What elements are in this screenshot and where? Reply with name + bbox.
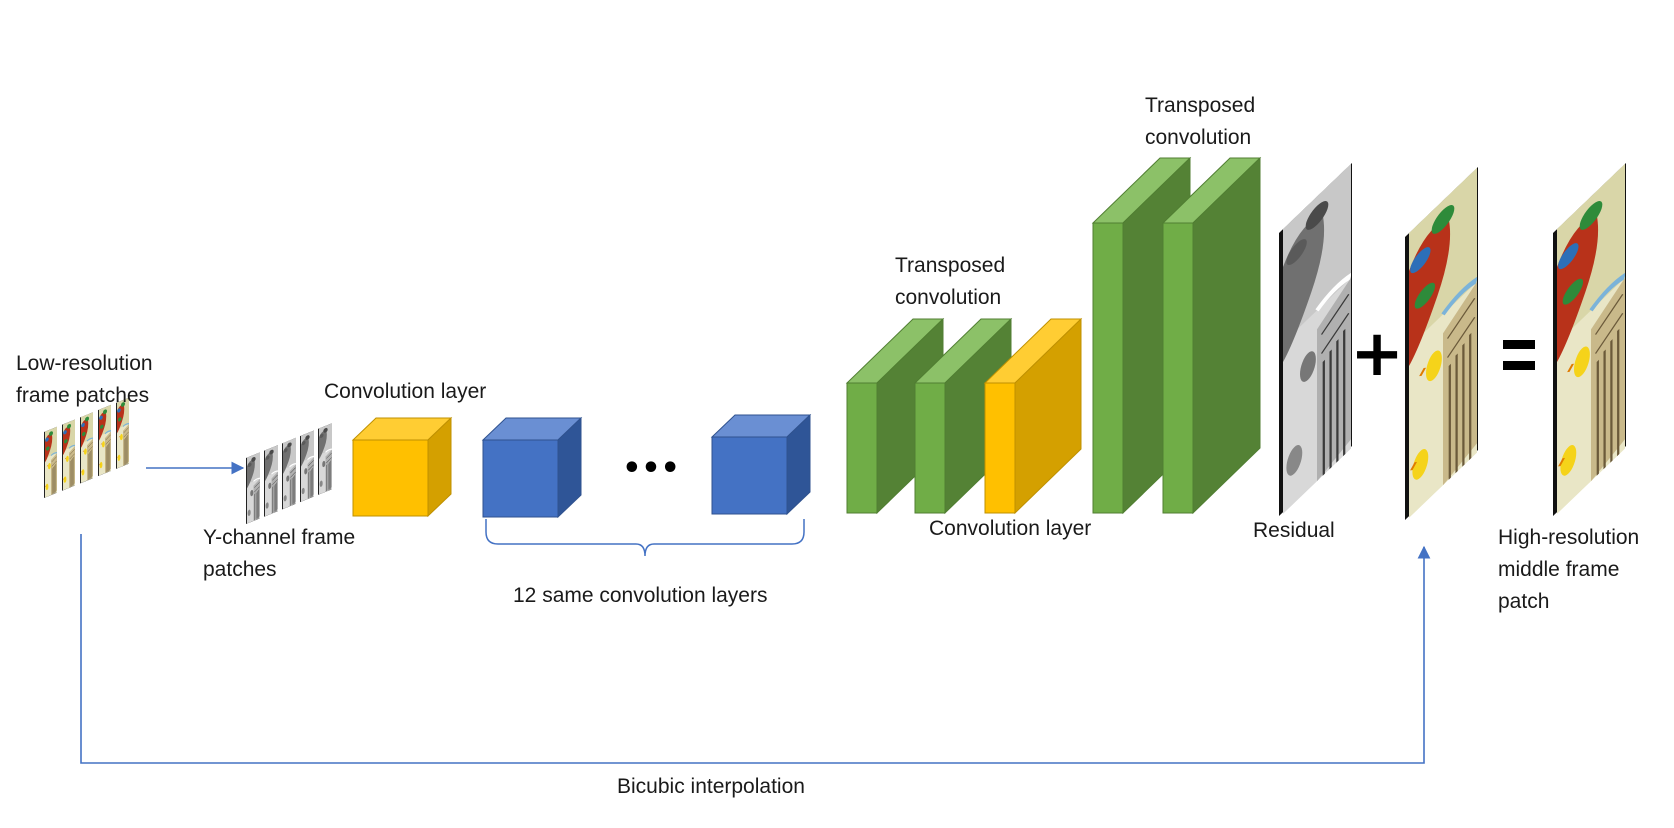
y-frame-3 bbox=[282, 438, 296, 510]
ellipsis: ••• bbox=[622, 451, 680, 486]
label-tconv-1-line1: Transposed bbox=[895, 254, 1006, 277]
y-frame-4 bbox=[300, 430, 314, 503]
lr-frame-5 bbox=[116, 397, 129, 469]
label-tconv-1: Transposed convolution bbox=[895, 250, 1005, 314]
lr-frame-2 bbox=[62, 419, 75, 491]
residual-image-icon bbox=[1279, 163, 1352, 516]
conv-layer-1-cube bbox=[351, 416, 453, 518]
y-frame-1 bbox=[246, 452, 260, 524]
lr-frame-1 bbox=[44, 426, 57, 498]
label-hr-patch-line2: middle frame bbox=[1498, 558, 1620, 581]
conv-block-first-cube bbox=[481, 416, 583, 519]
label-lr-patches: Low-resolution frame patches bbox=[16, 348, 153, 412]
plus-operator: + bbox=[1350, 317, 1404, 391]
tconv-2-slab-b bbox=[1161, 156, 1262, 515]
layers-brace bbox=[485, 519, 805, 557]
conv-layer-2-slab bbox=[983, 317, 1083, 515]
label-lr-patches-line1: Low-resolution bbox=[16, 352, 153, 375]
lr-frame-4 bbox=[98, 404, 111, 477]
label-residual: Residual bbox=[1253, 519, 1335, 542]
label-bicubic: Bicubic interpolation bbox=[617, 775, 805, 798]
conv-block-last-cube bbox=[710, 413, 812, 516]
label-hr-patch-line3: patch bbox=[1498, 590, 1550, 613]
label-lr-patches-line2: frame patches bbox=[16, 384, 150, 407]
hr-output-image-icon bbox=[1553, 163, 1626, 516]
y-frame-5 bbox=[318, 423, 332, 495]
label-tconv-2: Transposed convolution bbox=[1145, 90, 1255, 154]
lr-frame-stack-icon bbox=[44, 397, 129, 498]
label-tconv-1-line2: convolution bbox=[895, 286, 1002, 309]
tconv-1-slab-a bbox=[845, 317, 945, 515]
label-conv-layer-1: Convolution layer bbox=[324, 380, 487, 403]
label-hr-patch-line1: High-resolution bbox=[1498, 526, 1640, 549]
y-channel-frame-stack-icon bbox=[246, 423, 332, 524]
label-conv-layer-2: Convolution layer bbox=[929, 517, 1092, 540]
label-y-channel-line2: patches bbox=[203, 558, 277, 581]
label-same-layers: 12 same convolution layers bbox=[513, 584, 768, 607]
equals-operator bbox=[1503, 340, 1535, 370]
bicubic-image-icon bbox=[1405, 167, 1478, 520]
label-y-channel: Y-channel frame patches bbox=[203, 522, 355, 586]
label-tconv-2-line2: convolution bbox=[1145, 126, 1252, 149]
label-tconv-2-line1: Transposed bbox=[1145, 94, 1256, 117]
bicubic-skip-arrow bbox=[80, 534, 1431, 764]
lr-frame-3 bbox=[80, 412, 93, 484]
label-hr-patch: High-resolution middle frame patch bbox=[1498, 522, 1639, 618]
label-y-channel-line1: Y-channel frame bbox=[203, 526, 356, 549]
y-frame-2 bbox=[264, 445, 278, 517]
